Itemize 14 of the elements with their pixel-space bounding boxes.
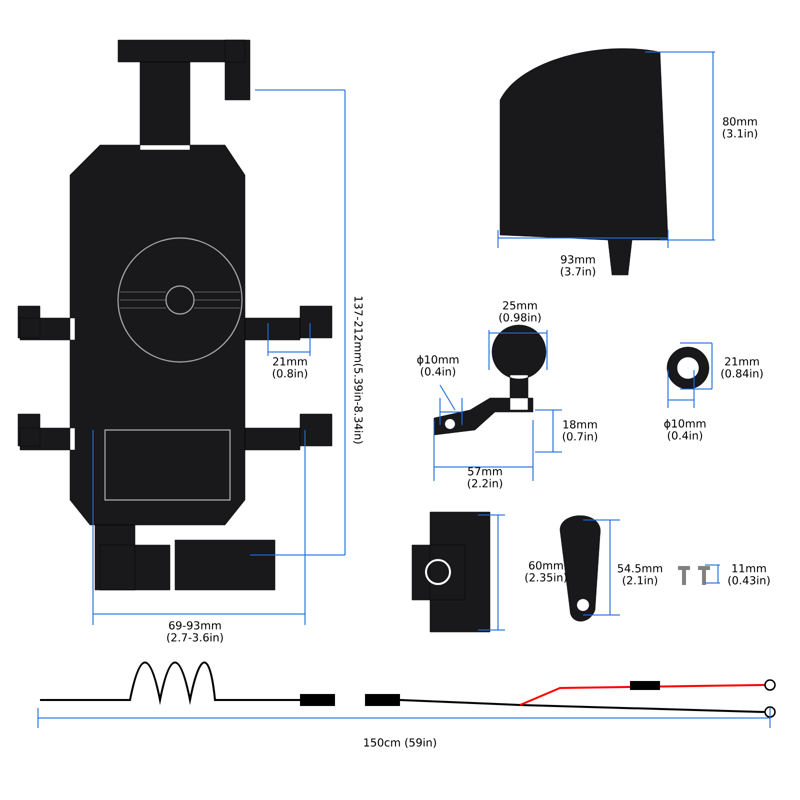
dimension-label: 137-212mm(5.39in-8.34in) [353,296,363,444]
dimension-label: 21mm (0.8in) [272,357,308,379]
dimension-label: 57mm (2.2in) [468,467,502,489]
dimension-label: 150cm (59in) [364,738,436,748]
dimension-label: ϕ10mm (0.4in) [664,419,706,441]
dimension-label: 18mm (0.7in) [562,420,598,442]
dimension-label: 11mm (0.43in) [728,564,770,586]
dimension-label: 80mm (3.1in) [722,117,758,139]
dimension-label: 54.5mm (2.1in) [618,564,662,586]
dimension-label: 69-93mm (2.7-3.6in) [167,621,223,643]
dimension-label: 93mm (3.7in) [560,255,596,277]
dimension-label: ϕ10mm (0.4in) [417,355,458,377]
dimension-label: 25mm (0.98in) [499,301,541,323]
dimension-label: 21mm (0.84in) [721,357,763,379]
